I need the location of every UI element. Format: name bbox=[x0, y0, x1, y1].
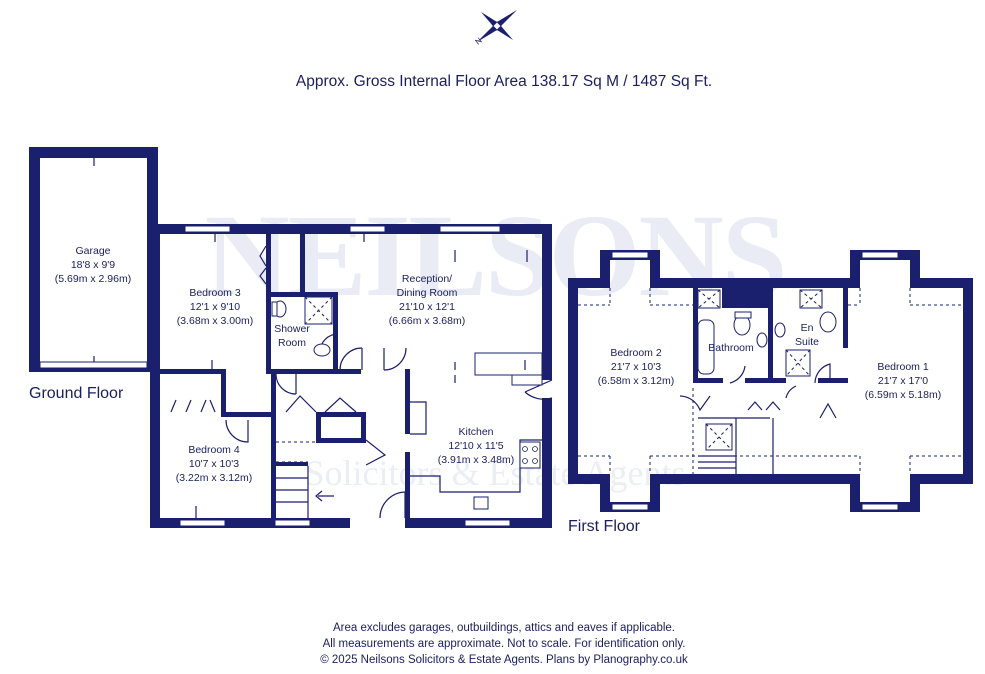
svg-text:(3.22m x 3.12m): (3.22m x 3.12m) bbox=[176, 472, 252, 484]
svg-text:Bathroom: Bathroom bbox=[708, 342, 754, 354]
ground-floor-label: Ground Floor bbox=[29, 385, 124, 402]
svg-text:12'1 x 9'10: 12'1 x 9'10 bbox=[190, 301, 240, 313]
ground-outer-walls bbox=[150, 224, 553, 528]
disclaimer-line-1: Area excludes garages, outbuildings, att… bbox=[333, 622, 675, 634]
svg-text:12'10 x 11'5: 12'10 x 11'5 bbox=[448, 440, 503, 452]
svg-text:21'7 x 17'0: 21'7 x 17'0 bbox=[878, 375, 928, 387]
svg-text:Suite: Suite bbox=[795, 336, 819, 348]
first-floor-plan: Bedroom 2 21'7 x 10'3 (6.58m x 3.12m) Ba… bbox=[568, 250, 973, 535]
floor-area-title: Approx. Gross Internal Floor Area 138.17… bbox=[296, 73, 712, 90]
svg-text:Garage: Garage bbox=[75, 245, 110, 257]
en-suite-label: En Suite bbox=[795, 322, 819, 348]
svg-text:21'7 x 10'3: 21'7 x 10'3 bbox=[611, 361, 661, 373]
north-compass-icon: N bbox=[474, 10, 517, 47]
svg-text:(6.66m x 3.68m): (6.66m x 3.68m) bbox=[389, 315, 465, 327]
svg-text:Kitchen: Kitchen bbox=[458, 426, 493, 438]
bedroom-3-label: Bedroom 3 12'1 x 9'10 (3.68m x 3.00m) bbox=[177, 287, 253, 327]
svg-text:(3.68m x 3.00m): (3.68m x 3.00m) bbox=[177, 315, 253, 327]
svg-text:Dining Room: Dining Room bbox=[397, 287, 458, 299]
first-floor-label: First Floor bbox=[568, 518, 641, 535]
compass-label: N bbox=[474, 36, 484, 47]
svg-text:(3.91m x 3.48m): (3.91m x 3.48m) bbox=[438, 454, 514, 466]
first-internal-walls bbox=[578, 288, 963, 474]
disclaimer: Area excludes garages, outbuildings, att… bbox=[320, 622, 688, 666]
svg-text:Bedroom 3: Bedroom 3 bbox=[189, 287, 241, 299]
svg-text:Bedroom 2: Bedroom 2 bbox=[610, 347, 662, 359]
bathroom-label: Bathroom bbox=[708, 342, 754, 354]
svg-text:18'8 x 9'9: 18'8 x 9'9 bbox=[71, 259, 115, 271]
copyright-line: © 2025 Neilsons Solicitors & Estate Agen… bbox=[320, 654, 688, 666]
bedroom-1-label: Bedroom 1 21'7 x 17'0 (6.59m x 5.18m) bbox=[865, 361, 941, 401]
svg-text:Bedroom 4: Bedroom 4 bbox=[188, 444, 240, 456]
disclaimer-line-2: All measurements are approximate. Not to… bbox=[323, 638, 686, 650]
svg-text:Shower: Shower bbox=[274, 323, 310, 335]
svg-text:En: En bbox=[801, 322, 814, 334]
reception-dining-label: Reception/ Dining Room 21'10 x 12'1 (6.6… bbox=[389, 273, 465, 327]
ground-internal-walls bbox=[93, 158, 543, 518]
bedroom-2-label: Bedroom 2 21'7 x 10'3 (6.58m x 3.12m) bbox=[598, 347, 674, 387]
svg-text:(6.59m x 5.18m): (6.59m x 5.18m) bbox=[865, 389, 941, 401]
svg-text:(5.69m x 2.96m): (5.69m x 2.96m) bbox=[55, 273, 131, 285]
svg-text:Bedroom 1: Bedroom 1 bbox=[877, 361, 929, 373]
garage-label: Garage 18'8 x 9'9 (5.69m x 2.96m) bbox=[55, 245, 131, 285]
svg-text:Room: Room bbox=[278, 337, 306, 349]
svg-text:(6.58m x 3.12m): (6.58m x 3.12m) bbox=[598, 375, 674, 387]
shower-room-label: Shower Room bbox=[274, 323, 310, 349]
svg-text:10'7 x 10'3: 10'7 x 10'3 bbox=[189, 458, 239, 470]
svg-text:Reception/: Reception/ bbox=[402, 273, 452, 285]
bedroom-4-label: Bedroom 4 10'7 x 10'3 (3.22m x 3.12m) bbox=[176, 444, 252, 484]
kitchen-label: Kitchen 12'10 x 11'5 (3.91m x 3.48m) bbox=[438, 426, 514, 466]
ground-floor-plan: Garage 18'8 x 9'9 (5.69m x 2.96m) Bedroo… bbox=[29, 147, 553, 528]
watermark-tagline: Solicitors & Estate Agents bbox=[305, 453, 686, 493]
first-outer-walls bbox=[568, 250, 973, 512]
svg-text:21'10 x 12'1: 21'10 x 12'1 bbox=[399, 301, 455, 313]
